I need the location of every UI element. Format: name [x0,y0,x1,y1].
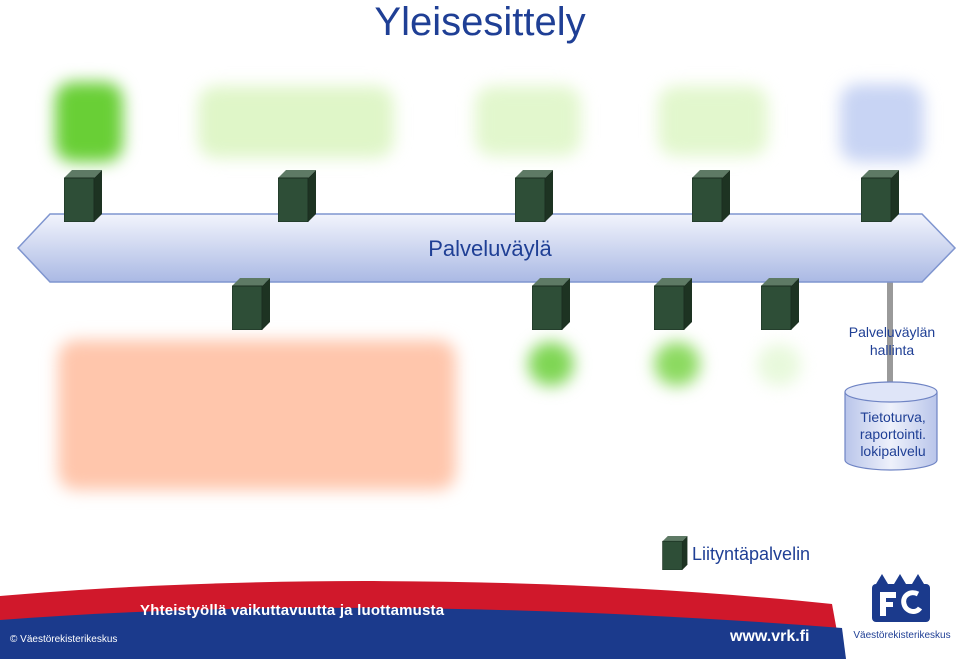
server-icon [232,278,270,330]
service-block-2 [198,86,394,158]
client-block-3 [757,344,801,386]
footer-slogan: Yhteistyöllä vaikuttavuutta ja luottamus… [140,602,445,619]
vrk-logo-text: Väestörekisterikeskus [853,630,951,641]
footer-url-link[interactable]: www.vrk.fi [730,628,810,645]
server-icon [761,278,799,330]
server-icon [515,170,553,222]
database-label-line1: Tietoturva, [860,409,926,425]
footer-copyright: © Väestörekisterikeskus [10,634,118,645]
page-title: Yleisesittely [374,0,586,44]
bus-label: Palveluväylä [428,236,552,261]
server-icon [692,170,730,222]
management-label: Palveluväylän hallinta [832,323,952,359]
server-icon [654,278,692,330]
database-label-line3: lokipalvelu [860,443,926,459]
management-label-line2: hallinta [869,342,915,358]
database-icon [844,381,938,471]
service-block-3 [475,86,581,156]
server-icon [532,278,570,330]
database-label: Tietoturva, raportointi. lokipalvelu [838,409,948,460]
bus-arrow [16,213,957,283]
vrk-logo-icon [872,574,930,622]
server-icon [278,170,316,222]
client-block-2 [654,342,700,386]
service-block-4 [658,86,768,156]
legend-server-icon [662,536,688,570]
management-label-line1: Palveluväylän [848,324,936,340]
server-icon [861,170,899,222]
server-icon [64,170,102,222]
legend-label: Liityntäpalvelin [692,544,811,564]
client-block-1 [528,342,574,386]
service-block-5 [840,84,924,162]
connector-line [887,280,893,390]
database-label-line2: raportointi. [859,426,927,442]
service-block-1 [55,82,123,162]
client-block-large [58,340,456,490]
